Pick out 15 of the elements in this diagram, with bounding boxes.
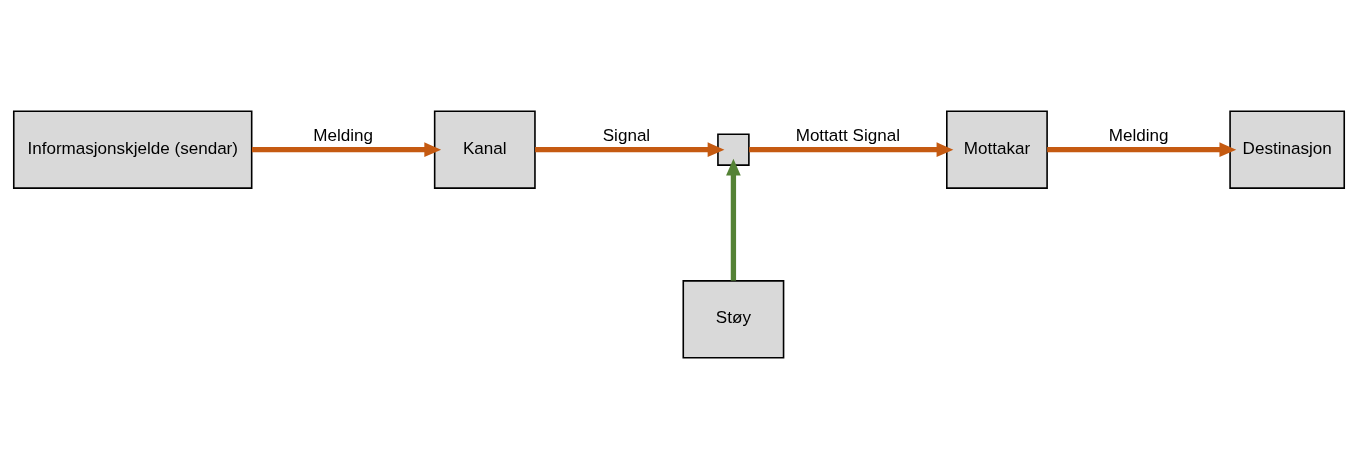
edge-label: Mottatt Signal	[795, 125, 901, 145]
node-box: Destinasjon	[1229, 109, 1346, 189]
arrow	[251, 141, 442, 157]
arrow	[1047, 141, 1237, 157]
edge-label: Melding	[313, 125, 374, 145]
node-box	[717, 132, 750, 166]
node-box: Støy	[682, 279, 785, 359]
arrow	[535, 141, 725, 157]
arrow	[726, 158, 741, 281]
arrow	[749, 141, 954, 157]
edge-label: Melding	[1108, 125, 1169, 145]
node-box: Informasjonskjelde (sendar)	[12, 109, 253, 189]
node-box: Mottakar	[946, 109, 1048, 189]
node-box: Kanal	[433, 109, 536, 189]
edge-label: Signal	[602, 125, 651, 145]
